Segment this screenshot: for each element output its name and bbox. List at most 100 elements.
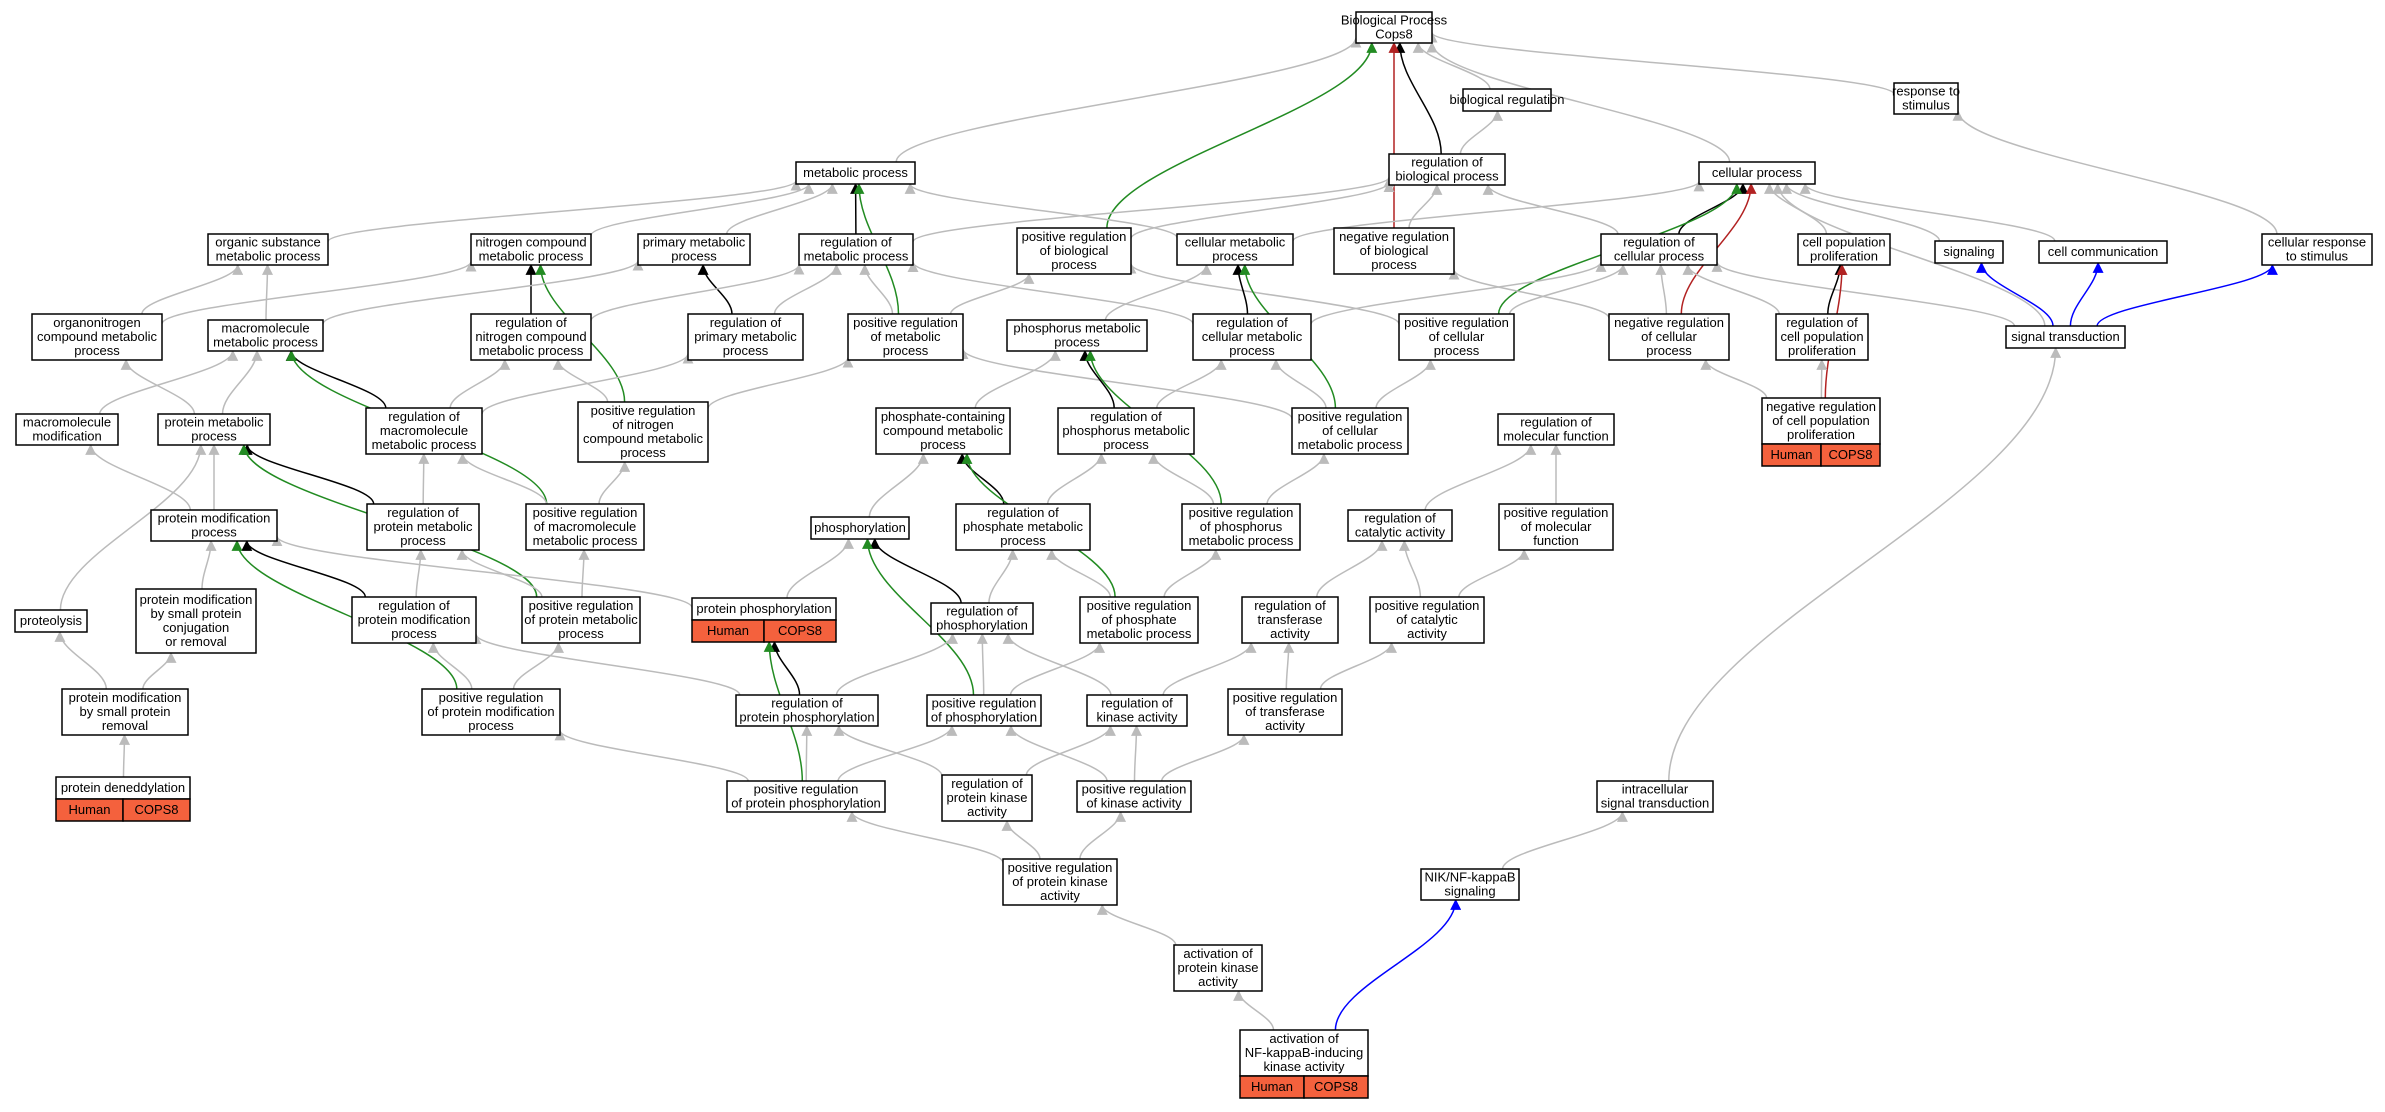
edge-negbio-to-regbio bbox=[1408, 183, 1443, 229]
node-box bbox=[1355, 11, 1433, 44]
node-label-line: intracellular bbox=[1622, 782, 1689, 797]
node-label-line: biological regulation bbox=[1450, 92, 1565, 107]
edge-negcell-to-regcell bbox=[1655, 263, 1668, 315]
node-label-line: by small protein bbox=[79, 704, 170, 719]
node-box bbox=[847, 313, 964, 361]
node-label-line: metabolic process bbox=[1298, 437, 1403, 452]
node-label-line: activation of bbox=[1183, 946, 1253, 961]
edge-nik-to-intra bbox=[1501, 810, 1628, 870]
node-label-line: protein metabolic bbox=[374, 519, 473, 534]
edge-nitro-to-met bbox=[590, 182, 815, 236]
go-term-node-met[interactable]: metabolic process bbox=[795, 161, 916, 185]
node-label-line: metabolic process bbox=[213, 335, 318, 350]
go-term-node-phosphorylation[interactable]: phosphorylation bbox=[810, 516, 910, 540]
node-label-line: regulation of bbox=[771, 696, 843, 711]
node-box bbox=[1388, 153, 1506, 186]
node-label-line: regulation of bbox=[388, 409, 460, 424]
edge-poscellmet-to-posmet bbox=[957, 348, 1293, 420]
node-label-line: protein deneddylation bbox=[61, 780, 185, 795]
node-label-line: protein phosphorylation bbox=[739, 710, 874, 725]
go-term-node-cellcomm[interactable]: cell communication bbox=[2038, 240, 2168, 264]
edge-posmacro-to-regmacro bbox=[457, 452, 548, 505]
go-term-node-bioreg[interactable]: biological regulation bbox=[1450, 88, 1565, 112]
edge-regnitro-to-regmet bbox=[590, 263, 805, 322]
go-term-node-sigtrans[interactable]: signal transduction bbox=[2005, 325, 2126, 349]
node-box bbox=[1016, 227, 1132, 275]
node-label-line: compound metabolic bbox=[37, 329, 157, 344]
go-term-node-proteolysis[interactable]: proteolysis bbox=[14, 609, 88, 633]
node-label-line: macromolecule bbox=[23, 415, 111, 430]
annotation-species: Human bbox=[1251, 1079, 1293, 1094]
go-term-node-signaling[interactable]: signaling bbox=[1934, 240, 2004, 264]
node-box bbox=[1006, 319, 1148, 352]
go-term-node-cell[interactable]: cellular process bbox=[1698, 161, 1816, 185]
edge-regphos-to-phosphorylation bbox=[869, 537, 962, 604]
edge-posphosmet-to-poscellmet bbox=[1266, 452, 1330, 505]
node-label-line: process bbox=[1646, 343, 1692, 358]
edge-protmodrem-to-protmodconj bbox=[142, 651, 177, 690]
